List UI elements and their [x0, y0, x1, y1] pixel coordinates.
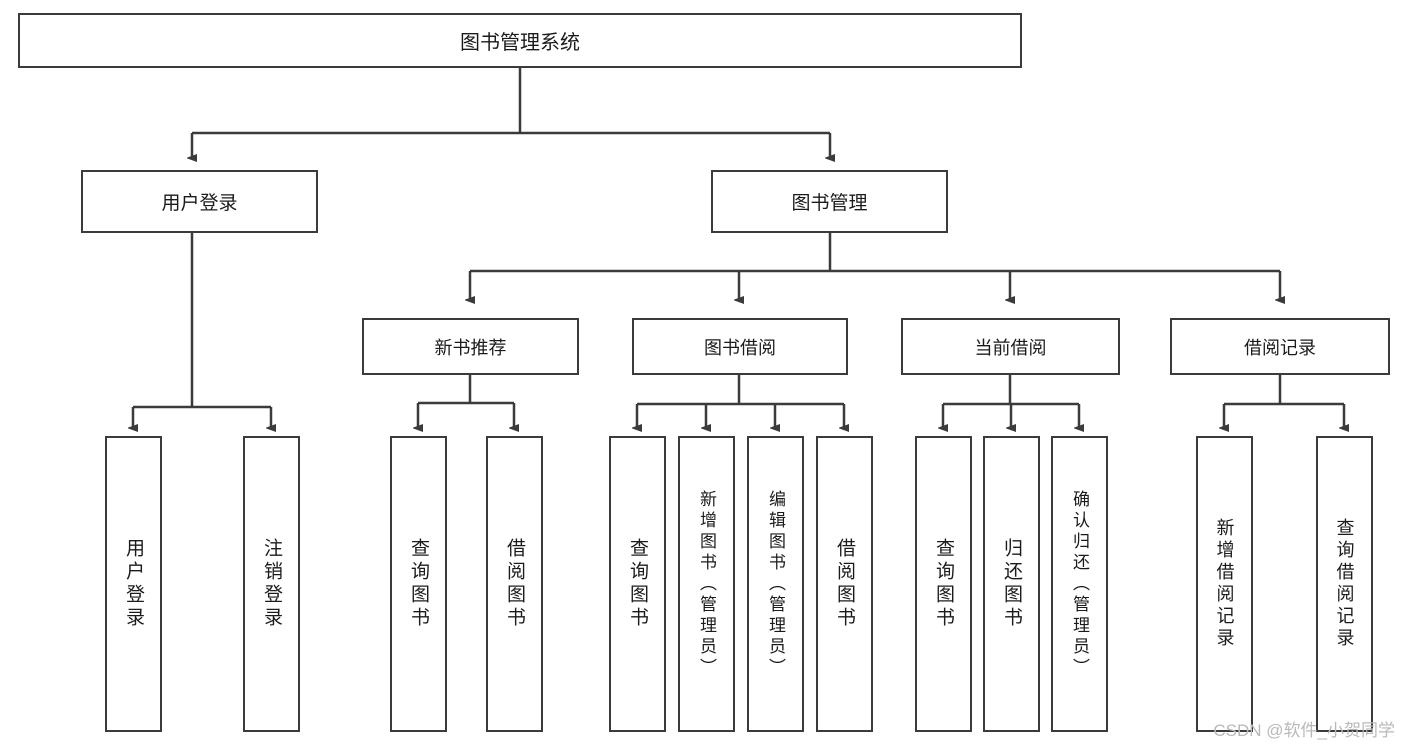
leaf-borrow-add-book[interactable]: 新增图书（管理员） [678, 436, 735, 732]
leaf-borrow-query-book[interactable]: 查询图书 [609, 436, 666, 732]
leaf-records-add-record[interactable]: 新增借阅记录 [1196, 436, 1253, 732]
leaf-borrow-query-book-label: 查询图书 [627, 538, 648, 630]
leaf-current-query-book-label: 查询图书 [933, 538, 954, 630]
leaf-recommend-borrow-book-label: 借阅图书 [504, 538, 525, 630]
node-user-login-label: 用户登录 [161, 193, 238, 214]
leaf-current-confirm-return[interactable]: 确认归还（管理员） [1051, 436, 1108, 732]
leaf-current-query-book[interactable]: 查询图书 [915, 436, 972, 732]
node-root-label: 图书管理系统 [460, 32, 580, 54]
leaf-current-return-book-label: 归还图书 [1001, 538, 1022, 630]
leaf-current-confirm-return-label: 确认归还（管理员） [1070, 489, 1089, 679]
leaf-user-login-logout[interactable]: 注销登录 [243, 436, 300, 732]
node-root[interactable]: 图书管理系统 [18, 13, 1022, 68]
node-book-borrow[interactable]: 图书借阅 [632, 318, 848, 375]
node-current-borrow-label: 当前借阅 [974, 337, 1047, 358]
leaf-recommend-query-book[interactable]: 查询图书 [390, 436, 447, 732]
node-new-book-recommend[interactable]: 新书推荐 [362, 318, 579, 375]
leaf-records-query-record-label: 查询借阅记录 [1334, 518, 1355, 650]
leaf-borrow-edit-book-label: 编辑图书（管理员） [766, 489, 785, 679]
csdn-watermark: CSDN @软件_小贺同学 [1213, 721, 1395, 740]
node-current-borrow[interactable]: 当前借阅 [901, 318, 1120, 375]
node-user-login[interactable]: 用户登录 [81, 170, 318, 233]
leaf-records-query-record[interactable]: 查询借阅记录 [1316, 436, 1373, 732]
node-borrow-records-label: 借阅记录 [1244, 337, 1316, 358]
node-new-book-recommend-label: 新书推荐 [434, 337, 507, 358]
leaf-user-login-logout-label: 注销登录 [261, 538, 282, 630]
node-book-management-label: 图书管理 [791, 193, 868, 214]
leaf-records-add-record-label: 新增借阅记录 [1214, 518, 1235, 650]
leaf-borrow-edit-book[interactable]: 编辑图书（管理员） [747, 436, 804, 732]
leaf-user-login-login-label: 用户登录 [123, 538, 144, 630]
leaf-recommend-borrow-book[interactable]: 借阅图书 [486, 436, 543, 732]
leaf-borrow-borrow-book-label: 借阅图书 [834, 538, 855, 630]
leaf-borrow-add-book-label: 新增图书（管理员） [697, 489, 716, 679]
node-borrow-records[interactable]: 借阅记录 [1170, 318, 1390, 375]
node-book-borrow-label: 图书借阅 [704, 337, 776, 358]
node-book-management[interactable]: 图书管理 [711, 170, 948, 233]
leaf-current-return-book[interactable]: 归还图书 [983, 436, 1040, 732]
leaf-recommend-query-book-label: 查询图书 [408, 538, 429, 630]
leaf-user-login-login[interactable]: 用户登录 [105, 436, 162, 732]
leaf-borrow-borrow-book[interactable]: 借阅图书 [816, 436, 873, 732]
